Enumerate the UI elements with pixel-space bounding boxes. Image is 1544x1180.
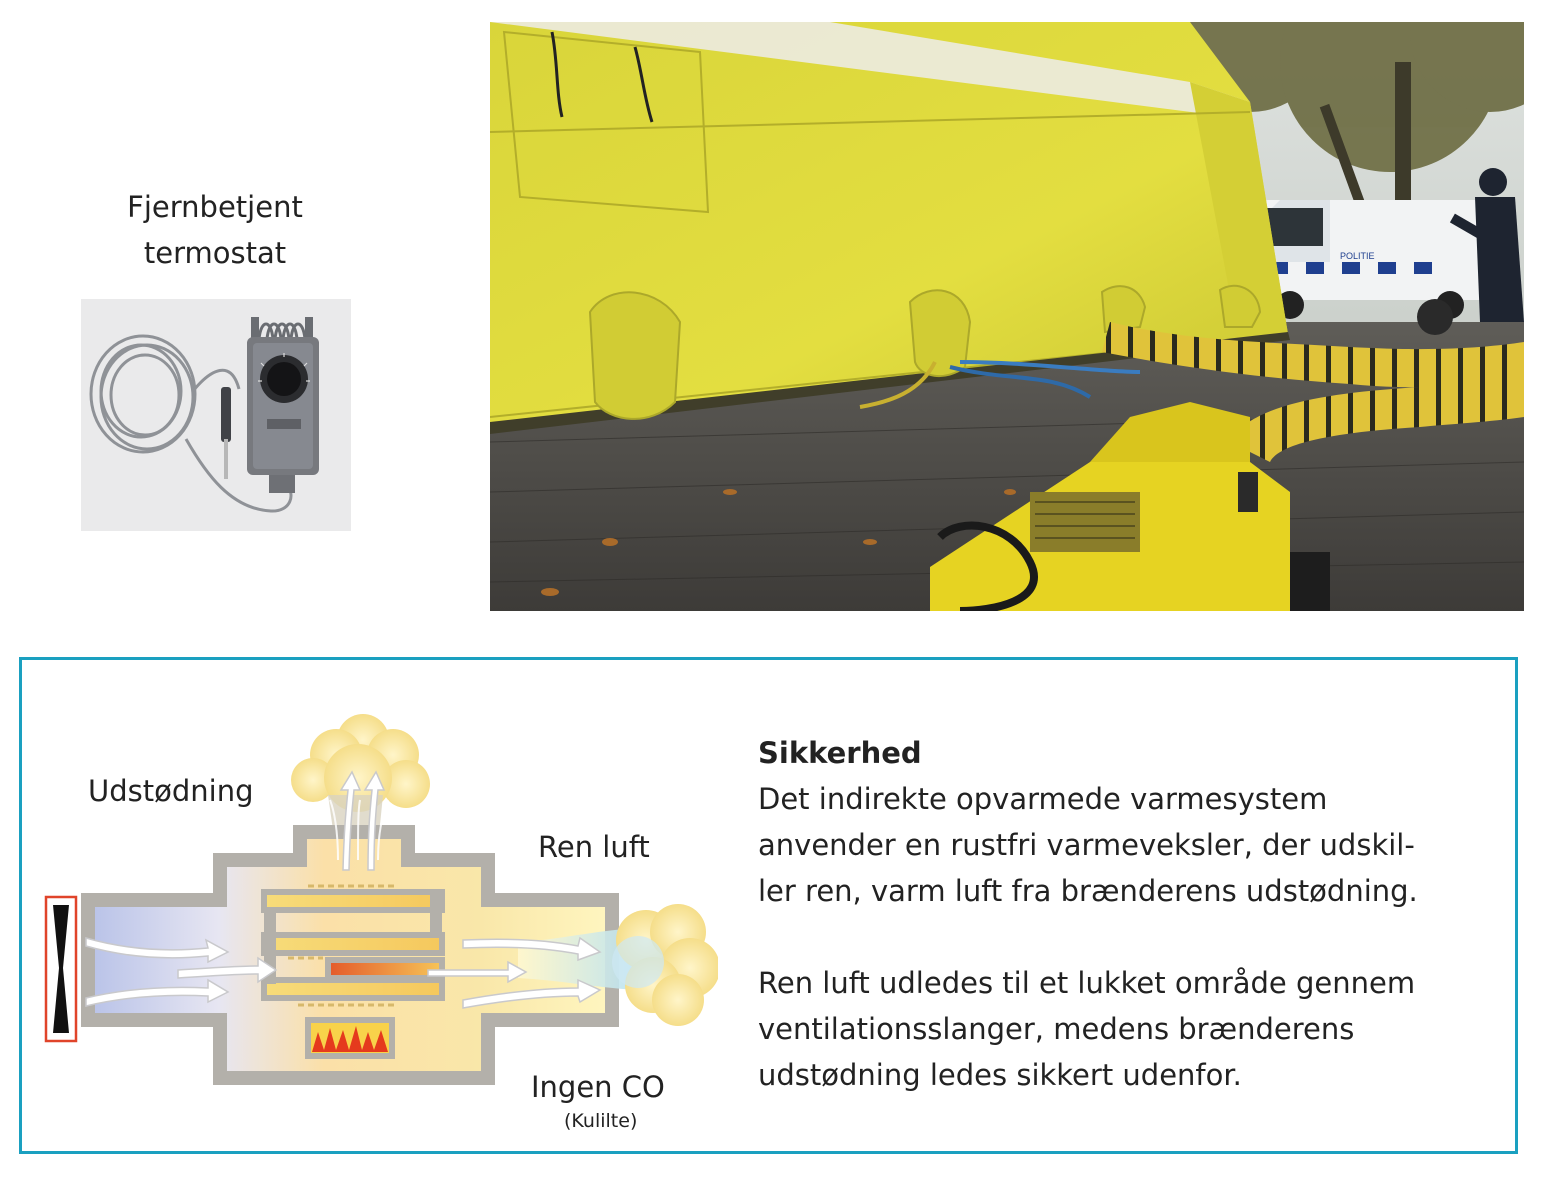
burner-flame-icon: [305, 1017, 395, 1059]
label-no-co-sub: (Kulilte): [564, 1110, 638, 1132]
thermostat-caption: Fjernbetjent termostat: [60, 184, 370, 276]
thermostat-photo: [81, 299, 351, 531]
air-flow-arrows: [85, 770, 602, 1009]
safety-para2-line3: udstødning ledes sikkert udenfor.: [758, 1058, 1242, 1092]
thermostat-caption-line2: termostat: [143, 236, 287, 270]
exhaust-cloud: [291, 714, 430, 865]
thermostat-caption-line1: Fjernbetjent: [127, 190, 303, 224]
police-van: POLITIE: [1258, 200, 1488, 319]
clean-air-cloud: [612, 904, 718, 1026]
tent-heater-photo: POLITIE: [490, 22, 1524, 611]
fan-icon: [44, 895, 78, 1043]
safety-para2-line2: ventilationsslanger, medens brænderens: [758, 1012, 1355, 1046]
van-text: POLITIE: [1340, 251, 1375, 261]
label-exhaust: Udstødning: [88, 774, 254, 808]
safety-text: Sikkerhed Det indirekte opvarmede varmes…: [758, 730, 1498, 1098]
safety-para1-line2: anvender en rustfri varmeveksler, der ud…: [758, 828, 1415, 862]
safety-para2-line1: Ren luft udledes til et lukket område ge…: [758, 966, 1416, 1000]
heat-exchanger-plates: [261, 884, 445, 1007]
label-clean-air: Ren luft: [538, 830, 650, 864]
heat-exchanger-diagram: [44, 714, 718, 1085]
safety-info-box: [19, 657, 1518, 1154]
heater-unit: [930, 402, 1330, 611]
safety-para1-line3: ler ren, varm luft fra brænderens udstød…: [758, 874, 1418, 908]
label-no-co: Ingen CO: [531, 1070, 665, 1104]
safety-para1-line1: Det indirekte opvarmede varmesystem: [758, 782, 1328, 816]
safety-heading: Sikkerhed: [758, 736, 922, 770]
